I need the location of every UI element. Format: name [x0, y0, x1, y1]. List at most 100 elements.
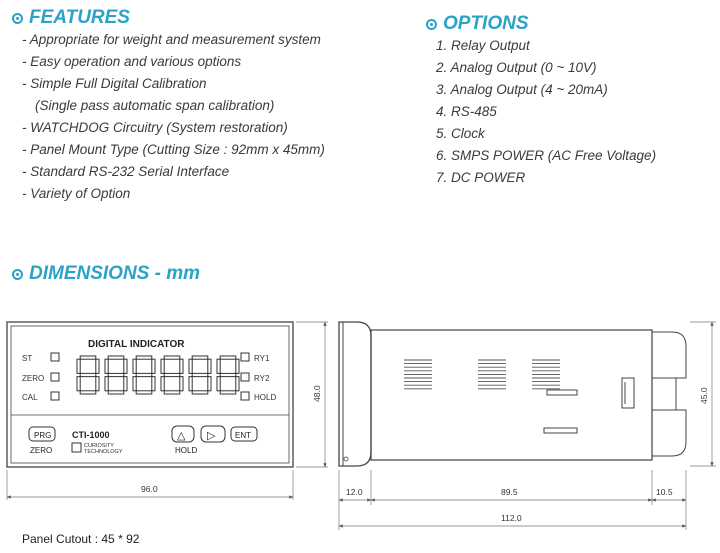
segment [216, 376, 221, 392]
segment [207, 376, 212, 392]
option-item: 6. SMPS POWER (AC Free Voltage) [436, 148, 657, 163]
panel-cutout: Panel Cutout : 45 * 92 [22, 532, 140, 546]
feature-item: (Single pass automatic span calibration) [35, 98, 275, 113]
zero-label: ZERO [30, 446, 52, 455]
segment [207, 358, 212, 374]
led-cal-icon [50, 391, 60, 401]
segment [160, 376, 165, 392]
front-view [6, 321, 294, 468]
segment [104, 358, 109, 374]
segment [235, 376, 240, 392]
segment [79, 372, 97, 378]
brand-line-2: TECHNOLOGY [84, 449, 123, 455]
front-height-dim: 48.0 [312, 385, 322, 402]
feature-item: - Panel Mount Type (Cutting Size : 92mm … [22, 142, 325, 157]
segment [163, 390, 181, 395]
segment [135, 390, 153, 395]
side-front-dim: 12.0 [346, 487, 363, 497]
side-height-dim: 45.0 [699, 387, 709, 404]
segment [132, 358, 137, 374]
circle-bullet-icon [12, 12, 23, 24]
option-item: 1. Relay Output [436, 38, 530, 53]
dimensions-title: DIMENSIONS - mm [29, 263, 201, 284]
side-total-dim: 112.0 [501, 513, 522, 523]
segment [179, 376, 184, 392]
segment [191, 372, 209, 378]
segment [76, 376, 81, 392]
segment [79, 355, 97, 360]
circle-bullet-icon [426, 18, 437, 30]
feature-item: - WATCHDOG Circuitry (System restoration… [22, 120, 288, 135]
segment [216, 358, 221, 374]
segment [163, 355, 181, 360]
option-item: 2. Analog Output (0 ~ 10V) [436, 60, 597, 75]
segment [151, 358, 156, 374]
options-list: 1. Relay Output 2. Analog Output (0 ~ 10… [436, 35, 656, 189]
indicator-cal: CAL [22, 393, 38, 402]
prg-button[interactable] [28, 426, 56, 442]
dimensions-heading: DIMENSIONS - mm [12, 263, 200, 285]
prg-button-label: PRG [34, 431, 51, 440]
segment [76, 358, 81, 374]
brand-logo-icon [71, 442, 82, 453]
feature-item: - Appropriate for weight and measurement… [22, 32, 321, 47]
model-label: CTI-1000 [72, 430, 110, 440]
options-heading: OPTIONS [426, 13, 529, 35]
segment [107, 355, 125, 360]
features-title: FEATURES [29, 7, 130, 28]
segment [188, 358, 193, 374]
ent-button[interactable] [230, 426, 258, 442]
led-ry2-icon [240, 372, 250, 382]
segment [179, 358, 184, 374]
segment [191, 390, 209, 395]
right-button[interactable] [200, 425, 226, 443]
segment [123, 358, 128, 374]
led-hold-icon [240, 391, 250, 401]
option-item: 5. Clock [436, 126, 485, 141]
segment [95, 376, 100, 392]
led-st-icon [50, 352, 60, 362]
up-icon: △ [177, 430, 186, 442]
segment [151, 376, 156, 392]
segment [79, 390, 97, 395]
option-item: 4. RS-485 [436, 104, 497, 119]
segment [191, 355, 209, 360]
right-arrow-icon: ▷ [207, 430, 216, 442]
segment [107, 372, 125, 378]
side-rear-dim: 10.5 [656, 487, 673, 497]
side-view [338, 321, 687, 467]
front-label: DIGITAL INDICATOR [88, 339, 185, 350]
feature-item: - Simple Full Digital Calibration [22, 76, 207, 91]
segment [188, 376, 193, 392]
segment [132, 376, 137, 392]
segment [235, 358, 240, 374]
seven-segment-display [76, 355, 240, 395]
segment [135, 372, 153, 378]
circle-bullet-icon [12, 268, 23, 280]
ent-button-label: ENT [235, 431, 251, 440]
option-item: 3. Analog Output (4 ~ 20mA) [436, 82, 608, 97]
led-zero-icon [50, 372, 60, 382]
segment [104, 376, 109, 392]
screw-icon [343, 456, 349, 462]
vent-grilles [404, 359, 560, 390]
features-heading: FEATURES [12, 7, 130, 29]
segment [219, 355, 237, 360]
segment [219, 390, 237, 395]
features-list: - Appropriate for weight and measurement… [22, 29, 325, 205]
front-width-dim: 96.0 [141, 484, 158, 494]
side-body-dim: 89.5 [501, 487, 518, 497]
brand-line-1: CURIOSITY [84, 443, 114, 449]
segment [160, 358, 165, 374]
indicator-ry1: RY1 [254, 354, 270, 363]
indicator-hold: HOLD [254, 393, 276, 402]
segment [95, 358, 100, 374]
segment [163, 372, 181, 378]
indicator-ry2: RY2 [254, 374, 270, 383]
up-button[interactable] [171, 425, 195, 443]
options-title: OPTIONS [443, 13, 529, 34]
indicator-zero: ZERO [22, 374, 44, 383]
indicator-st: ST [22, 354, 32, 363]
feature-item: - Variety of Option [22, 186, 131, 201]
